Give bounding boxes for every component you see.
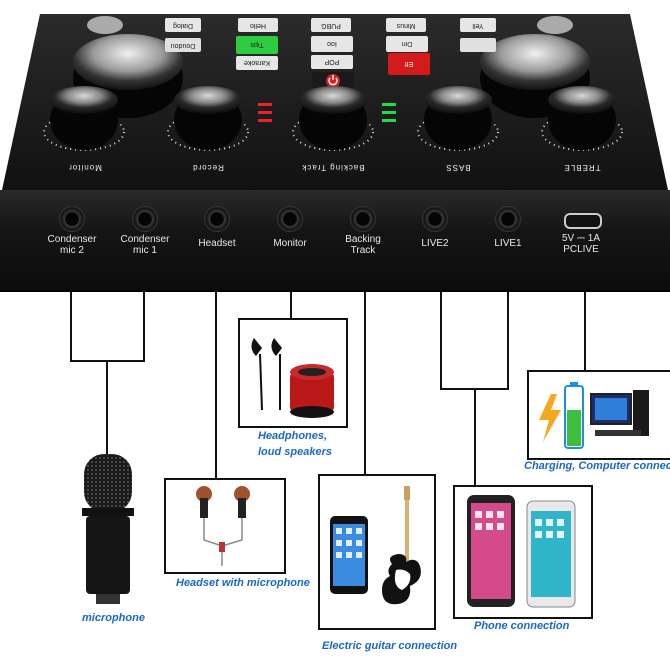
- pad-button-7[interactable]: Ioo: [327, 40, 337, 47]
- caption-phone: Phone connection: [474, 620, 570, 632]
- headset-earphones-icon: [196, 486, 250, 566]
- knob-record[interactable]: [167, 86, 249, 151]
- phone-box: [453, 485, 593, 619]
- pad-button-2[interactable]: Hello: [250, 22, 266, 29]
- phone-guitar-icon: [330, 486, 421, 605]
- guitar-phone-box: [318, 474, 436, 630]
- jack-headset[interactable]: [204, 206, 230, 232]
- caption-headphones-line-1: Headphones,: [258, 430, 328, 442]
- knob-label-monitor: Monitor: [68, 163, 102, 172]
- jack-condenser-mic-1[interactable]: [132, 206, 158, 232]
- headset-box: [164, 478, 286, 574]
- jack-condenser-mic-2[interactable]: [59, 206, 85, 232]
- device-top-panel: [2, 14, 668, 190]
- jack-monitor[interactable]: [277, 206, 303, 232]
- pad-button-6[interactable]: Tips: [250, 41, 264, 48]
- pad-button-12[interactable]: Karaoke: [243, 59, 271, 66]
- jack-label-headset: Headset: [198, 238, 236, 249]
- caption-headphones-line-2: loud speakers: [258, 446, 332, 458]
- knob-label-record: Record: [192, 163, 224, 172]
- jack-live2[interactable]: [422, 206, 448, 232]
- charging-computer-box: [527, 370, 670, 460]
- knob-bass[interactable]: [417, 86, 499, 151]
- knob-treble[interactable]: [541, 86, 623, 151]
- pad-button-9[interactable]: Din: [401, 40, 413, 47]
- pad-button-3[interactable]: PUBG: [321, 22, 341, 29]
- caption-guitar: Electric guitar connection: [322, 640, 458, 652]
- knob-label-bass: BASS: [445, 163, 471, 172]
- pad-button-1[interactable]: Dialog: [173, 22, 193, 29]
- pad-button-10[interactable]: Eff: [404, 60, 414, 67]
- jack-label-live2: LIVE2: [421, 238, 449, 249]
- knob-monitor[interactable]: [43, 86, 125, 151]
- microphone-icon: [82, 454, 134, 604]
- knob-backing-track[interactable]: [292, 86, 374, 151]
- pad-button-4[interactable]: Yell: [472, 22, 484, 29]
- caption-microphone: microphone: [82, 612, 145, 624]
- green-led-meter: [382, 103, 396, 122]
- jack-label-live1: LIVE1: [494, 238, 522, 249]
- knob-label-treble: TREBLE: [563, 163, 601, 172]
- power-button[interactable]: [312, 72, 354, 90]
- headphones-speaker-box: [238, 318, 348, 428]
- device-front-panel: [0, 190, 670, 292]
- earphones-speaker-icon: [251, 338, 334, 418]
- battery-computer-icon: [539, 382, 649, 449]
- jack-label-monitor: Monitor: [273, 238, 307, 249]
- red-led-meter: [258, 103, 272, 122]
- pad-button-5[interactable]: Doudou: [170, 42, 196, 49]
- caption-charging: Charging, Computer connection: [524, 460, 670, 472]
- smartphones-icon: [467, 495, 576, 608]
- caption-headset: Headset with microphone: [176, 577, 310, 589]
- jack-backing-track[interactable]: [350, 206, 376, 232]
- pad-button-8[interactable]: Minus: [396, 22, 416, 29]
- knob-label-backing-track: Backing Track: [301, 163, 365, 172]
- jack-live1[interactable]: [495, 206, 521, 232]
- big-knob-left[interactable]: [73, 34, 183, 118]
- usb-port[interactable]: [564, 213, 602, 229]
- pad-button-11[interactable]: POP: [324, 58, 340, 65]
